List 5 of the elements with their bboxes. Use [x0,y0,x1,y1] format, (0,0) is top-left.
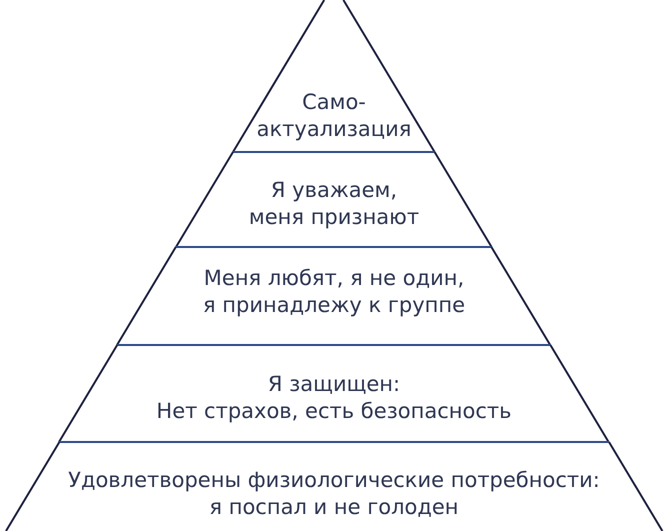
level-text: Меня любят, я не один, я принадлежу к группе [202,265,465,319]
level-text: Я защищен: Нет страхов, есть безопасность [156,371,512,425]
level-text: Я уважаем, меня признают [248,177,420,231]
level-text: Само- актуализация [256,89,412,143]
level-text: Удовлетворены физиологические потребности: я поспал и не голоден [68,467,600,521]
